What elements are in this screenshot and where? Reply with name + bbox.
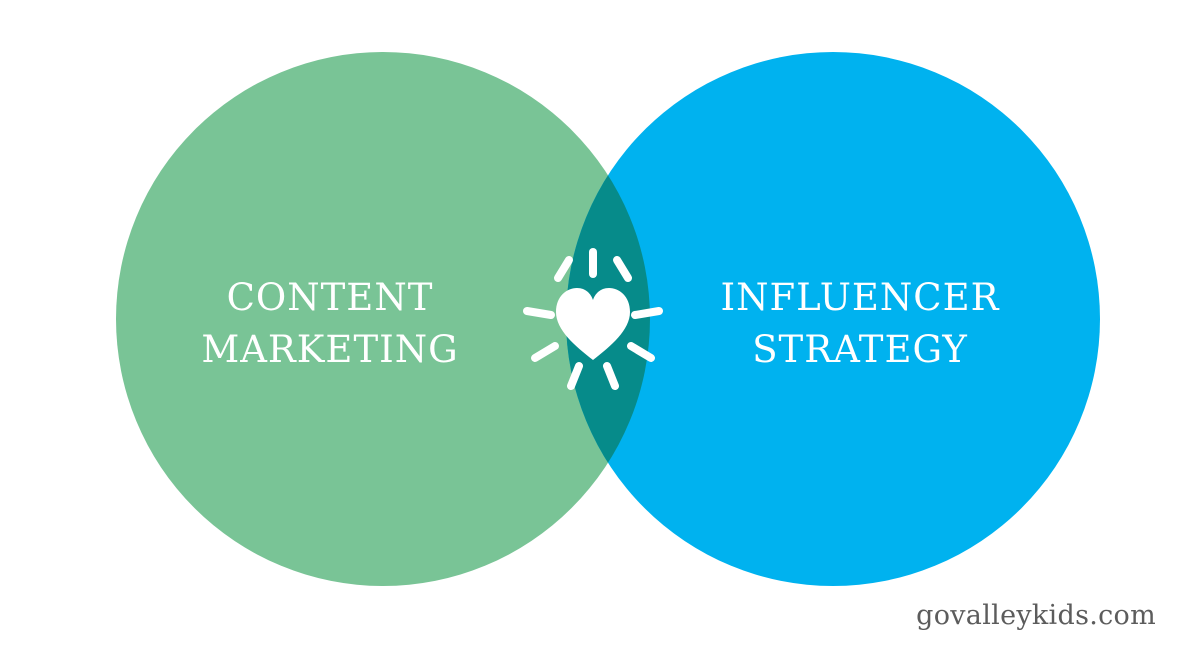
burst-rays [523, 248, 663, 390]
influencer-strategy-label-line-2: STRATEGY [752, 328, 968, 371]
content-marketing-label-line-2: MARKETING [201, 328, 459, 371]
content-marketing-circle [116, 52, 650, 586]
content-marketing-label-line-1: CONTENT [226, 276, 434, 319]
heart-burst-icon [523, 248, 663, 390]
influencer-strategy-circle [566, 52, 1100, 586]
influencer-strategy-label: INFLUENCER STRATEGY [715, 272, 1005, 376]
content-marketing-label: CONTENT MARKETING [195, 272, 465, 376]
site-watermark: govalleykids.com [916, 600, 1156, 631]
influencer-strategy-label-line-1: INFLUENCER [720, 276, 1000, 319]
heart-shape [556, 288, 630, 360]
